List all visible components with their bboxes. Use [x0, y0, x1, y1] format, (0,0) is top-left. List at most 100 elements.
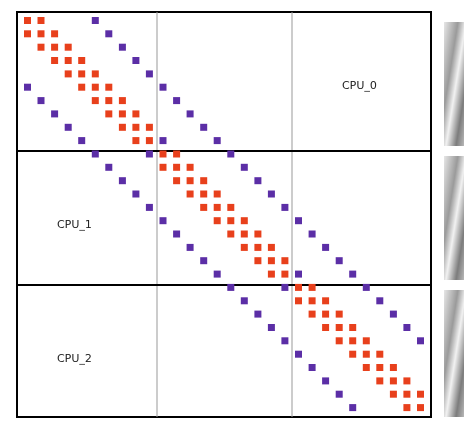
offdiagonal-cell	[362, 283, 370, 291]
subdiagonal-cell	[322, 324, 330, 331]
diagonal-cell	[281, 270, 289, 278]
superdiagonal-cell	[281, 257, 289, 265]
subdiagonal-cell	[132, 137, 140, 145]
superdiagonal-cell	[213, 190, 221, 198]
matrix-cells	[24, 17, 424, 412]
offdiagonal-cell	[132, 57, 140, 64]
subdiagonal-cell	[254, 257, 262, 265]
offdiagonal-cell	[159, 217, 167, 225]
subdiagonal-cell	[213, 217, 221, 225]
superdiagonal-cell	[322, 297, 330, 305]
subdiagonal-cell	[173, 177, 181, 185]
offdiagonal-cell	[24, 83, 31, 91]
offdiagonal-cell	[91, 150, 99, 158]
diagonal-cell	[349, 337, 357, 345]
subdiagonal-cell	[403, 404, 411, 412]
superdiagonal-cell	[91, 70, 99, 78]
superdiagonal-cell	[132, 110, 140, 118]
offdiagonal-cell	[389, 310, 397, 318]
offdiagonal-cell	[281, 337, 289, 345]
offdiagonal-cell	[376, 297, 384, 305]
subdiagonal-cell	[91, 97, 99, 105]
offdiagonal-cell	[132, 190, 140, 198]
offdiagonal-cell	[335, 390, 343, 398]
offdiagonal-cell	[308, 230, 316, 238]
diagonal-cell	[267, 257, 275, 265]
offdiagonal-cell	[145, 70, 153, 78]
offdiagonal-cell	[240, 297, 248, 305]
superdiagonal-cell	[267, 243, 275, 251]
diagonal-cell	[322, 310, 330, 318]
offdiagonal-cell	[227, 150, 235, 158]
diagonal-cell	[64, 57, 72, 64]
diagonal-cell	[51, 43, 59, 51]
offdiagonal-cell	[267, 190, 275, 198]
superdiagonal-cell	[64, 43, 72, 51]
diagonal-cell	[295, 283, 302, 291]
diagonal-cell	[200, 190, 208, 198]
offdiagonal-cell	[417, 337, 424, 345]
superdiagonal-cell	[389, 364, 397, 371]
subdiagonal-cell	[105, 110, 113, 118]
offdiagonal-cell	[173, 97, 181, 105]
superdiagonal-cell	[362, 337, 370, 345]
offdiagonal-cell	[118, 177, 126, 185]
subdiagonal-cell	[186, 190, 194, 198]
subdiagonal-cell	[24, 30, 31, 38]
diagonal-cell	[240, 230, 248, 238]
subdiagonal-cell	[227, 230, 235, 238]
offdiagonal-cell	[200, 257, 208, 265]
subdiagonal-cell	[308, 310, 316, 318]
diagonal-cell	[403, 390, 411, 398]
offdiagonal-cell	[64, 123, 72, 131]
superdiagonal-cell	[200, 177, 208, 185]
subdiagonal-cell	[37, 43, 45, 51]
superdiagonal-cell	[186, 163, 194, 171]
offdiagonal-cell	[105, 30, 113, 38]
thumbnail-panel-3	[444, 290, 464, 417]
diagonal-cell	[376, 364, 384, 371]
diagonal-cell	[132, 123, 140, 131]
diagonal-cell	[173, 163, 181, 171]
offdiagonal-cell	[78, 137, 86, 145]
offdiagonal-cell	[145, 203, 153, 211]
offdiagonal-cell	[295, 217, 302, 225]
subdiagonal-cell	[295, 297, 302, 305]
offdiagonal-cell	[37, 97, 45, 105]
offdiagonal-cell	[308, 364, 316, 371]
offdiagonal-cell	[403, 324, 411, 331]
subdiagonal-cell	[362, 364, 370, 371]
subdiagonal-cell	[118, 123, 126, 131]
label-cpu-0: CPU_0	[342, 79, 377, 92]
subdiagonal-cell	[267, 270, 275, 278]
offdiagonal-cell	[349, 270, 357, 278]
subdiagonal-cell	[145, 150, 153, 158]
diagonal-cell	[91, 83, 99, 91]
superdiagonal-cell	[105, 83, 113, 91]
diagonal-cell	[186, 177, 194, 185]
diagonal-cell	[308, 297, 316, 305]
superdiagonal-cell	[173, 150, 181, 158]
offdiagonal-cell	[281, 203, 289, 211]
superdiagonal-cell	[308, 283, 316, 291]
offdiagonal-cell	[173, 230, 181, 238]
offdiagonal-cell	[349, 404, 357, 412]
offdiagonal-cell	[335, 257, 343, 265]
superdiagonal-cell	[159, 137, 167, 145]
diagonal-cell	[78, 70, 86, 78]
offdiagonal-cell	[213, 137, 221, 145]
offdiagonal-cell	[200, 123, 208, 131]
offdiagonal-cell	[267, 324, 275, 331]
subdiagonal-cell	[51, 57, 59, 64]
diagonal-cell	[159, 150, 167, 158]
superdiagonal-cell	[78, 57, 86, 64]
superdiagonal-cell	[403, 377, 411, 385]
thumbnail-panel-1	[444, 22, 464, 146]
diagonal-cell	[417, 404, 424, 412]
subdiagonal-cell	[200, 203, 208, 211]
diagonal-cell	[105, 97, 113, 105]
diagonal-cell	[254, 243, 262, 251]
diagonal-cell	[362, 350, 370, 358]
diagonal-cell	[37, 30, 45, 38]
offdiagonal-cell	[91, 17, 99, 24]
